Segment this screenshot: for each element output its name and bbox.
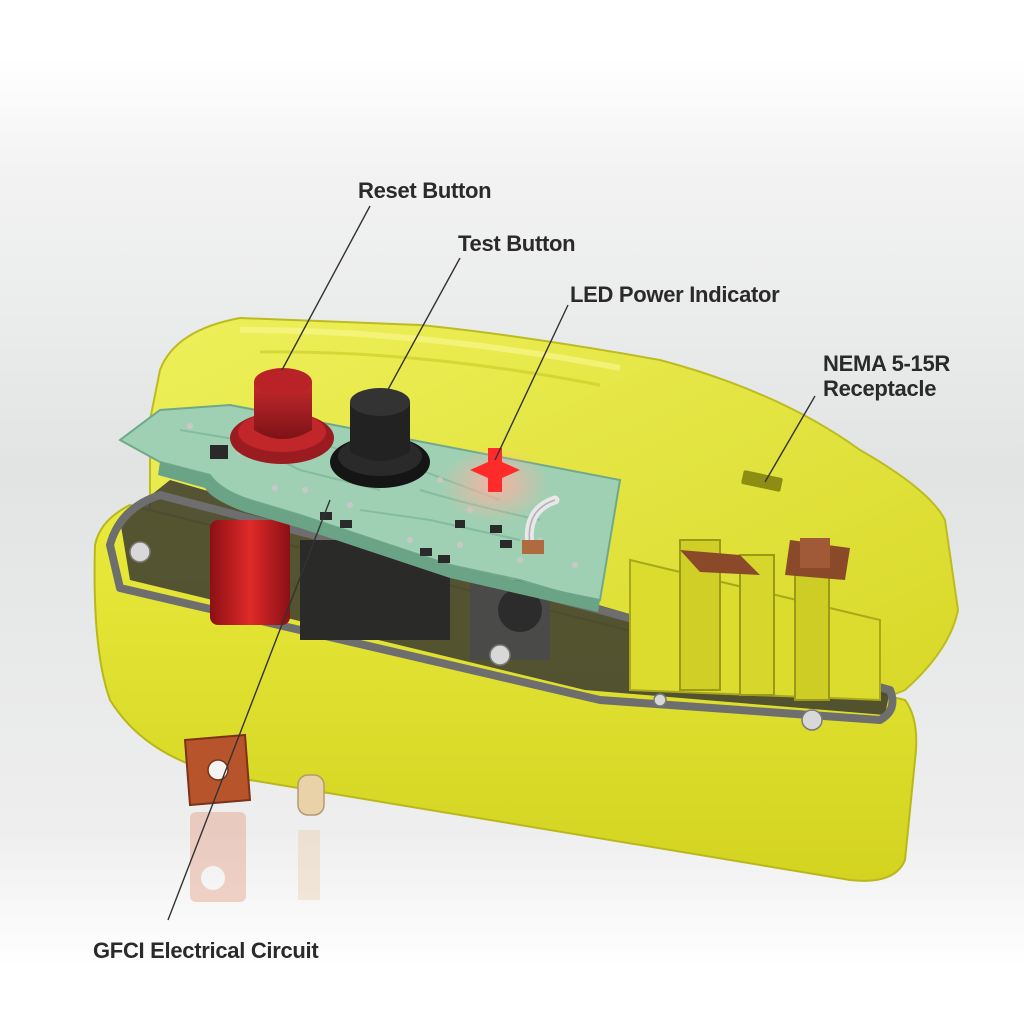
prong-reflection [190, 812, 320, 902]
led-power-indicator [470, 448, 520, 492]
capacitor [210, 520, 290, 625]
receptacle-internals [629, 538, 881, 702]
leader-led [494, 304, 569, 461]
plug-prongs [183, 733, 325, 816]
pcb-edge [158, 462, 600, 612]
smd-components [210, 445, 512, 563]
reset-button [230, 368, 334, 464]
callout-receptacle-line2: Receptacle [823, 376, 937, 401]
gasket-rim [106, 491, 897, 724]
callout-led-power-indicator: LED Power Indicator [570, 282, 780, 307]
test-button [330, 388, 430, 488]
callout-receptacle-line1: NEMA 5-15R [823, 351, 950, 376]
leader-reset [281, 205, 371, 371]
callout-gfci-circuit: GFCI Electrical Circuit [93, 938, 319, 963]
receptacle-slot [741, 470, 783, 492]
callout-reset-button: Reset Button [358, 178, 492, 203]
leader-test [384, 257, 461, 396]
callout-receptacle: NEMA 5-15R Receptacle [823, 351, 963, 401]
leader-receptacle [764, 395, 816, 483]
leader-circuit [167, 499, 331, 921]
callout-test-button: Test Button [458, 231, 576, 256]
screws [129, 541, 823, 731]
leader-lines [167, 205, 816, 921]
